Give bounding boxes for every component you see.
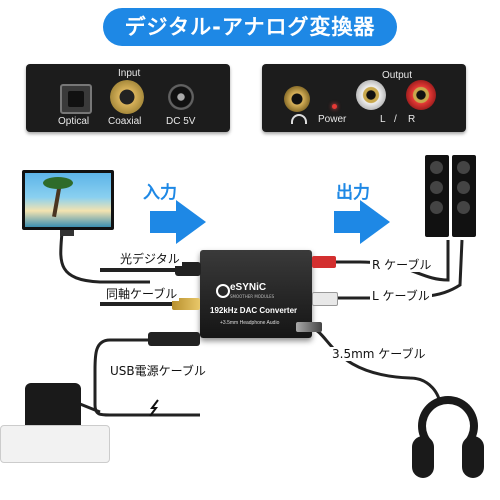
optical-port-icon [60,84,92,114]
dc-label: DC 5V [166,116,196,127]
mm35-plug-icon [296,322,322,332]
device-sub: +3.5mm Headphone Audio [220,320,280,326]
mm35-cable [309,326,442,406]
input-arrow-icon [150,200,206,244]
rca-white-plug-icon [312,292,338,306]
power-led-icon [332,104,337,109]
dac-device: eSYNiC SMOOTHER MODULES 192kHz DAC Conve… [200,250,312,338]
rca-red-plug-icon [312,256,336,268]
r-cable-label: R ケーブル [370,258,434,272]
l-cable-label: L ケーブル [370,289,432,303]
coaxial-cable-label: 同軸ケーブル [104,287,180,301]
power-label: Power [318,114,347,125]
power-strip-icon [0,425,110,463]
output-arrow-icon [334,200,390,244]
input-header: Input [118,68,141,79]
speaker-left-icon [425,155,449,237]
mm35-cable-label: 3.5mm ケーブル [330,347,428,361]
rca-right-port-icon [406,80,436,110]
input-flow-label: 入力 [143,183,177,203]
optical-label: Optical [58,116,90,127]
slash-label: / [394,114,397,125]
device-brand: eSYNiC [230,282,267,293]
tv-icon [22,170,114,230]
dc-port-icon [168,84,194,110]
coaxial-port-icon [110,80,144,114]
headphone-icon [291,114,307,124]
l-label: L [380,114,386,125]
output-header: Output [382,70,413,81]
input-panel: Input Optical Coaxial DC 5V [26,64,230,132]
usb-cable [93,338,200,417]
output-panel: Output Power L / R [262,64,466,132]
usb-cable-label: USB電源ケーブル [108,364,208,378]
coaxial-plug-icon [172,298,200,310]
headphone-jack-icon [284,86,310,112]
break-icon [149,399,159,417]
r-label: R [408,114,416,125]
device-brand-sub: SMOOTHER MODULES [230,294,275,299]
tv-stand [60,230,74,236]
optical-cable-label: 光デジタル [118,252,182,266]
usb-cable-to-charger [79,402,101,414]
device-model: 192kHz DAC Converter [210,306,298,315]
speaker-right-icon [452,155,476,237]
brand-logo-icon [216,284,230,298]
rca-left-port-icon [356,80,386,110]
coaxial-label: Coaxial [108,116,142,127]
tv-cable [59,231,150,284]
output-flow-label: 出力 [336,183,370,203]
headphones-icon [412,396,488,486]
title-banner: デジタル-アナログ変換器 [103,8,397,46]
dc-plug-icon [148,332,200,346]
